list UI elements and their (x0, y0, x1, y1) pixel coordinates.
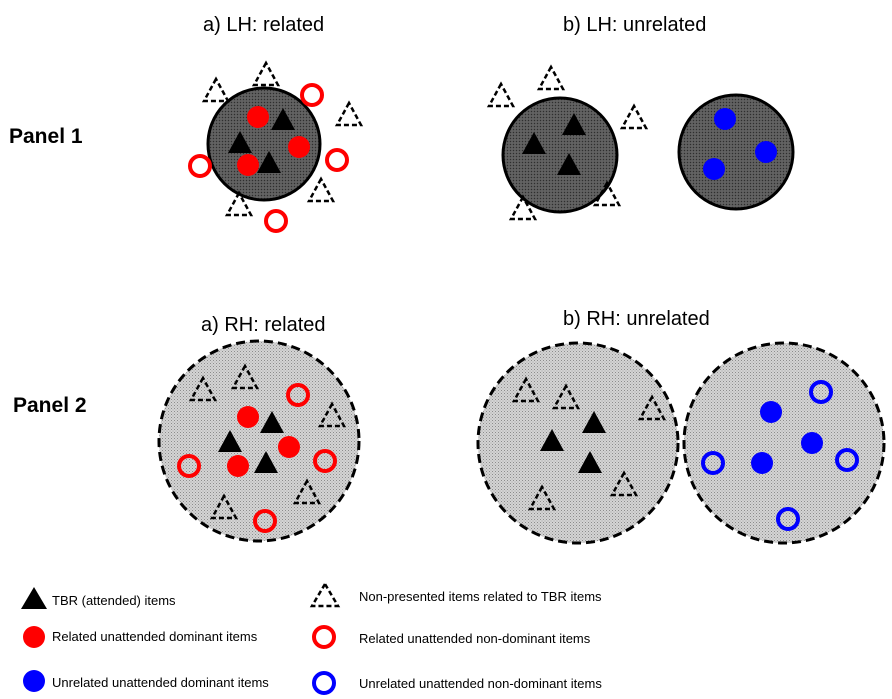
panel1-left-title: a) LH: related (203, 14, 325, 36)
related-nondominant-ring (188, 154, 212, 178)
unrelated-dominant-dot (703, 158, 725, 180)
related-dominant-dot (288, 136, 310, 158)
tbr-triangle (218, 430, 242, 452)
tbr-triangle (522, 132, 546, 154)
related-nondominant-ring (177, 454, 201, 478)
rh-unrelated-attended-circle (476, 341, 680, 545)
related-dominant-dot (278, 436, 300, 458)
unrelated-dominant-dot (755, 141, 777, 163)
tbr-triangle (557, 153, 581, 175)
nonpresented-triangle (511, 376, 541, 403)
tbr-triangle (257, 151, 281, 173)
legend-related-nondominant-icon (312, 625, 336, 649)
nonpresented-triangle (230, 363, 260, 390)
tbr-triangle (260, 411, 284, 433)
panel2-right-group (476, 341, 886, 545)
related-nondominant-ring (253, 509, 277, 533)
unrelated-dominant-dot (801, 432, 823, 454)
legend (21, 581, 341, 695)
unrelated-dominant-dot (751, 452, 773, 474)
related-dominant-dot (247, 106, 269, 128)
related-nondominant-ring (300, 83, 324, 107)
nonpresented-triangle (292, 478, 322, 505)
nonpresented-triangle (637, 394, 667, 421)
tbr-triangle (578, 451, 602, 473)
lh-related-hemisphere-circle (206, 86, 322, 202)
panel1-left-group (188, 60, 364, 233)
legend-unrelated-dominant-label: Unrelated unattended dominant items (52, 675, 269, 690)
tbr-triangle (228, 131, 252, 153)
related-dominant-dot (237, 406, 259, 428)
unrelated-nondominant-ring (809, 380, 833, 404)
unrelated-dominant-dot (760, 401, 782, 423)
nonpresented-triangle (609, 470, 639, 497)
tbr-triangle (540, 429, 564, 451)
panel1-right-title: b) LH: unrelated (563, 14, 707, 36)
tbr-triangle (254, 451, 278, 473)
panel2-left-title: a) RH: related (201, 314, 326, 336)
panel2-right-title: b) RH: unrelated (563, 308, 710, 330)
related-nondominant-ring (325, 148, 349, 172)
lh-unrelated-unattended-circle (677, 93, 795, 211)
nonpresented-triangle (486, 81, 516, 108)
nonpresented-triangle (619, 103, 649, 130)
unrelated-dominant-dot (714, 108, 736, 130)
legend-unrelated-nondominant-label: Unrelated unattended non-dominant items (359, 676, 602, 691)
related-nondominant-ring (313, 449, 337, 473)
panel1-right-group (486, 64, 795, 221)
nonpresented-triangle (251, 60, 281, 87)
related-dominant-dot (227, 455, 249, 477)
unrelated-nondominant-ring (776, 507, 800, 531)
legend-unrelated-dominant-icon (23, 670, 45, 692)
nonpresented-triangle (201, 76, 231, 103)
nonpresented-triangle (527, 484, 557, 511)
panel2-label: Panel 2 (13, 394, 87, 417)
panel2-left-group (157, 339, 361, 543)
nonpresented-triangle (551, 383, 581, 410)
legend-nonpresented-label: Non-presented items related to TBR items (359, 589, 602, 604)
tbr-triangle (271, 108, 295, 130)
nonpresented-triangle (317, 401, 347, 428)
related-nondominant-ring (264, 209, 288, 233)
nonpresented-triangle (224, 190, 254, 217)
panel1-label: Panel 1 (9, 125, 83, 148)
legend-nonpresented-icon (309, 581, 341, 608)
rh-unrelated-unattended-circle (682, 341, 886, 545)
tbr-triangle (582, 411, 606, 433)
nonpresented-triangle (306, 176, 336, 203)
legend-tbr-icon (21, 587, 47, 609)
nonpresented-triangle (508, 194, 538, 221)
legend-unrelated-nondominant-icon (312, 671, 336, 695)
nonpresented-triangle (334, 100, 364, 127)
nonpresented-triangle (209, 493, 239, 520)
nonpresented-triangle (592, 180, 622, 207)
unrelated-nondominant-ring (701, 451, 725, 475)
legend-related-nondominant-label: Related unattended non-dominant items (359, 631, 591, 646)
unrelated-nondominant-ring (835, 448, 859, 472)
nonpresented-triangle (188, 375, 218, 402)
legend-related-dominant-icon (23, 626, 45, 648)
tbr-triangle (562, 113, 586, 135)
legend-tbr-label: TBR (attended) items (52, 593, 176, 608)
lh-unrelated-attended-circle (501, 96, 619, 214)
related-nondominant-ring (286, 383, 310, 407)
nonpresented-triangle (536, 64, 566, 91)
legend-related-dominant-label: Related unattended dominant items (52, 629, 258, 644)
related-dominant-dot (237, 154, 259, 176)
